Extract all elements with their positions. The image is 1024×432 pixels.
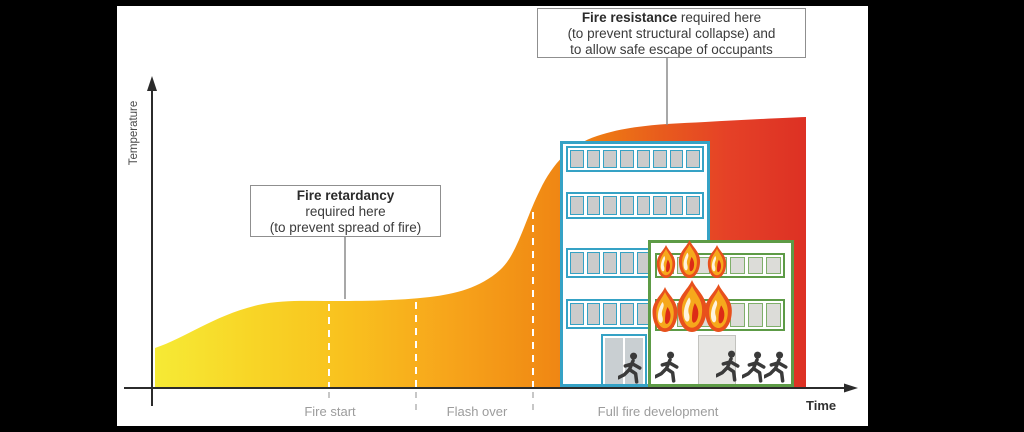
window-pane [653, 196, 667, 215]
callout-line: Fire resistance required here [538, 10, 805, 26]
fire-retardancy-callout: Fire retardancy required here (to preven… [250, 185, 441, 237]
x-axis-label: Time [806, 398, 837, 413]
window-pane [619, 150, 634, 168]
window-pane [748, 303, 764, 327]
window-pane [586, 303, 601, 325]
phase-label-flash-over: Flash over [446, 404, 508, 419]
callout-title: Fire retardancy [296, 188, 395, 203]
window-pane [586, 150, 601, 168]
phase-label-fire-start: Fire start [304, 404, 356, 419]
callout-line: required here [305, 204, 386, 219]
window-pane [570, 196, 584, 215]
y-axis-arrowhead [147, 76, 157, 91]
window-pane [619, 252, 634, 274]
window-pane [653, 150, 667, 168]
window-pane [570, 303, 584, 325]
window-pane [730, 257, 746, 274]
callout-line: (to prevent spread of fire) [269, 220, 422, 235]
window-pane [766, 257, 782, 274]
window-pane [619, 196, 634, 215]
window-pane [686, 150, 700, 168]
y-axis [147, 76, 157, 406]
window-pane [586, 196, 601, 215]
window-pane [603, 150, 617, 168]
phase-label-full-fire-development: Full fire development [597, 404, 719, 419]
window-row [566, 192, 704, 219]
x-axis-arrowhead [844, 383, 858, 393]
window-pane [570, 150, 584, 168]
door-panel [605, 338, 623, 384]
window-pane [686, 196, 700, 215]
callout-title: Fire resistance [581, 10, 678, 25]
window-pane [603, 196, 617, 215]
callout-line: (to prevent structural collapse) and [567, 26, 776, 41]
window-pane [603, 252, 617, 274]
window-pane [766, 303, 782, 327]
window-row [566, 146, 704, 172]
window-pane [669, 150, 684, 168]
escaping-occupants-icon [618, 350, 788, 384]
window-pane [619, 303, 634, 325]
x-axis [124, 383, 858, 393]
callout-title-suffix: required here [677, 10, 762, 25]
window-pane [586, 252, 601, 274]
fire-resistance-callout: Fire resistance required here (to preven… [537, 8, 806, 58]
window-pane [636, 150, 651, 168]
window-pane [636, 196, 651, 215]
window-pane [669, 196, 684, 215]
window-pane [748, 257, 764, 274]
callout-line: to allow safe escape of occupants [570, 42, 773, 57]
y-axis-label: Temperature [128, 100, 140, 166]
window-pane [570, 252, 584, 274]
window-pane [603, 303, 617, 325]
